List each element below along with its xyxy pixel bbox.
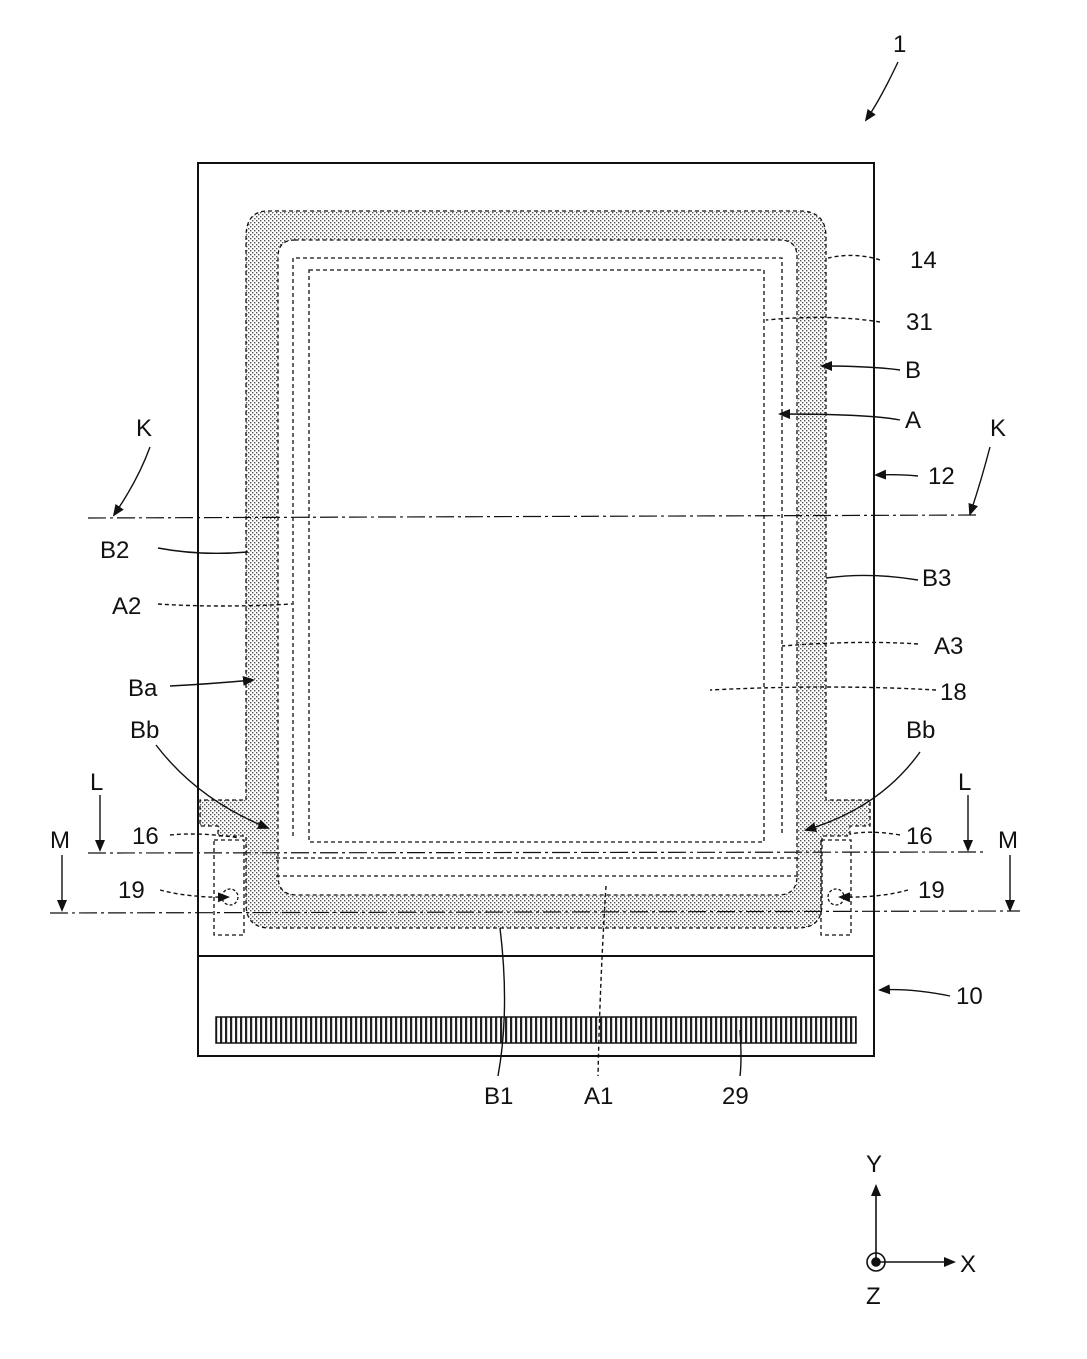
via-19-right (828, 889, 844, 905)
label-12: 12 (928, 463, 955, 490)
label-k-right: K (990, 415, 1006, 442)
label-k-left: K (136, 415, 152, 442)
label-l-right: L (958, 769, 971, 796)
label-10: 10 (956, 983, 983, 1010)
pad-16-left (214, 840, 244, 935)
label-m-left: M (50, 827, 70, 854)
label-b3: B3 (922, 565, 951, 592)
label-b: B (905, 357, 921, 384)
label-b1: B1 (484, 1083, 513, 1110)
label-19-left: 19 (118, 877, 145, 904)
label-bb-right: Bb (906, 717, 935, 744)
label-a1: A1 (584, 1083, 613, 1110)
label-31: 31 (906, 309, 933, 336)
label-14: 14 (910, 247, 937, 274)
pad-16-right (821, 840, 851, 935)
label-m-right: M (998, 827, 1018, 854)
region-a-bottom (276, 858, 800, 876)
label-bb-left: Bb (130, 717, 159, 744)
label-ba: Ba (128, 675, 158, 702)
axis-label-x: X (960, 1251, 976, 1278)
label-b2: B2 (100, 537, 129, 564)
label-29: 29 (722, 1083, 749, 1110)
label-a: A (905, 407, 921, 434)
label-a3: A3 (934, 633, 963, 660)
label-19-right: 19 (918, 877, 945, 904)
label-18: 18 (940, 679, 967, 706)
label-16-left: 16 (132, 823, 159, 850)
axis-label-y: Y (866, 1151, 882, 1178)
axis-label-z: Z (866, 1283, 881, 1310)
display-area-18 (309, 270, 764, 842)
label-1: 1 (893, 31, 906, 58)
label-a2: A2 (112, 593, 141, 620)
label-l-left: L (90, 769, 103, 796)
label-16-right: 16 (906, 823, 933, 850)
terminal-strip-29 (216, 1017, 856, 1043)
coordinate-axes (867, 1186, 954, 1271)
